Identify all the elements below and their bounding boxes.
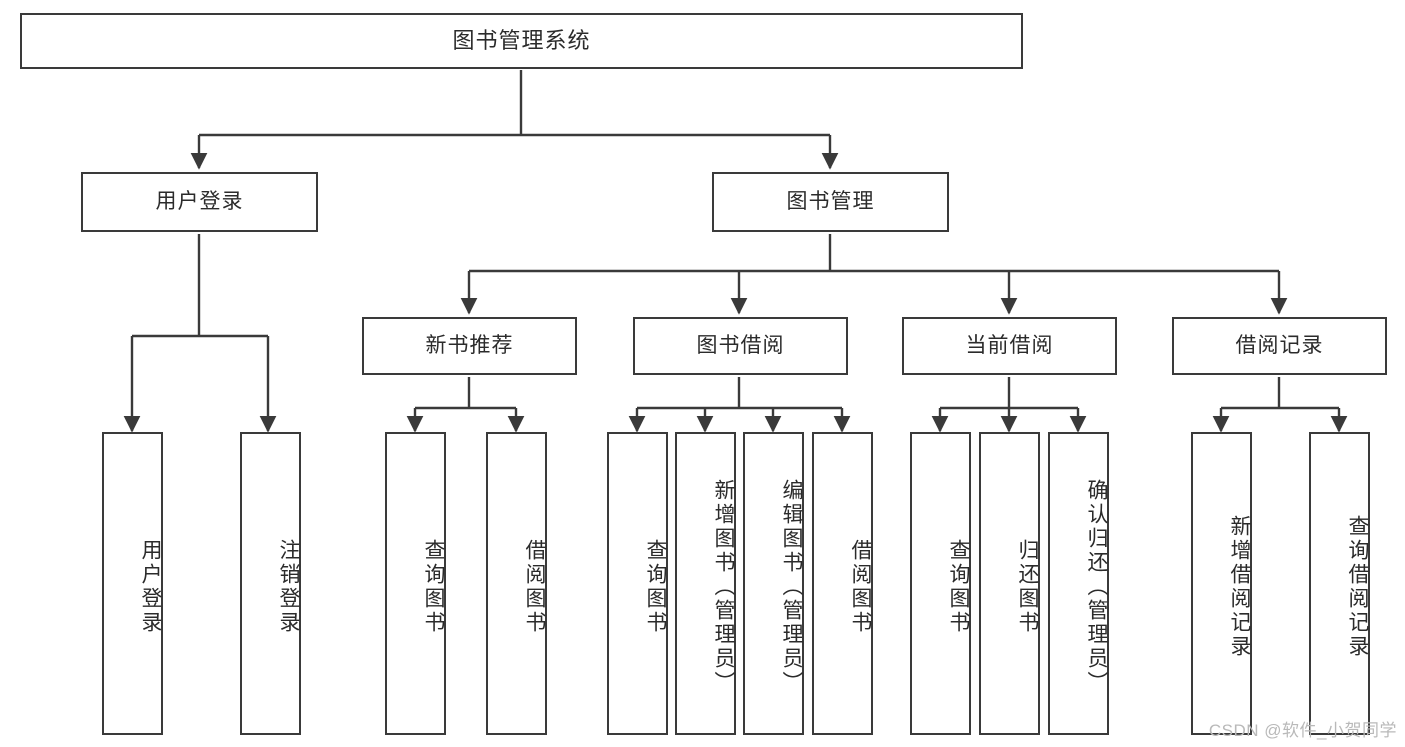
node-user-login[interactable]: 用户登录 bbox=[81, 172, 318, 232]
node-label: 查询图书 bbox=[947, 538, 970, 635]
node-label: 新书推荐 bbox=[425, 334, 514, 358]
node-label: 查询图书 bbox=[644, 538, 667, 635]
node-label: 借阅记录 bbox=[1235, 334, 1324, 358]
node-label: 图书借阅 bbox=[696, 334, 785, 358]
node-book-management[interactable]: 图书管理 bbox=[712, 172, 949, 232]
node-label: 新增借阅记录 bbox=[1228, 514, 1251, 659]
node-label: 查询图书 bbox=[422, 538, 445, 635]
node-leaf-add-book-admin[interactable]: 新增图书（管理员） bbox=[675, 432, 736, 735]
node-borrow-record[interactable]: 借阅记录 bbox=[1172, 317, 1387, 375]
node-new-book-recommend[interactable]: 新书推荐 bbox=[362, 317, 577, 375]
node-leaf-query-book-cb[interactable]: 查询图书 bbox=[910, 432, 971, 735]
node-leaf-query-book-bb[interactable]: 查询图书 bbox=[607, 432, 668, 735]
node-leaf-borrow-book-nb[interactable]: 借阅图书 bbox=[486, 432, 547, 735]
node-leaf-user-login[interactable]: 用户登录 bbox=[102, 432, 163, 735]
node-label: 借阅图书 bbox=[849, 538, 872, 635]
node-leaf-confirm-return-admin[interactable]: 确认归还（管理员） bbox=[1048, 432, 1109, 735]
node-label: 图书管理 bbox=[786, 190, 875, 214]
node-label: 当前借阅 bbox=[965, 334, 1054, 358]
node-leaf-return-book[interactable]: 归还图书 bbox=[979, 432, 1040, 735]
csdn-watermark: CSDN @软件_小贺同学 bbox=[1208, 721, 1397, 740]
node-leaf-borrow-book-bb[interactable]: 借阅图书 bbox=[812, 432, 873, 735]
node-label: 注销登录 bbox=[277, 538, 300, 635]
node-root-book-management-system[interactable]: 图书管理系统 bbox=[20, 13, 1023, 69]
node-label: 用户登录 bbox=[139, 538, 162, 635]
node-current-borrow[interactable]: 当前借阅 bbox=[902, 317, 1117, 375]
node-leaf-edit-book-admin[interactable]: 编辑图书（管理员） bbox=[743, 432, 804, 735]
node-leaf-query-book-nb[interactable]: 查询图书 bbox=[385, 432, 446, 735]
node-leaf-query-borrow-record[interactable]: 查询借阅记录 bbox=[1309, 432, 1370, 735]
node-label: 新增图书（管理员） bbox=[712, 478, 735, 695]
node-label: 图书管理系统 bbox=[452, 27, 591, 53]
node-label: 确认归还（管理员） bbox=[1085, 478, 1108, 695]
node-book-borrow[interactable]: 图书借阅 bbox=[633, 317, 848, 375]
node-leaf-add-borrow-record[interactable]: 新增借阅记录 bbox=[1191, 432, 1252, 735]
node-label: 借阅图书 bbox=[523, 538, 546, 635]
node-label: 归还图书 bbox=[1016, 538, 1039, 635]
node-leaf-logout[interactable]: 注销登录 bbox=[240, 432, 301, 735]
node-label: 用户登录 bbox=[155, 190, 244, 214]
node-label: 编辑图书（管理员） bbox=[780, 478, 803, 695]
node-label: 查询借阅记录 bbox=[1346, 514, 1369, 659]
